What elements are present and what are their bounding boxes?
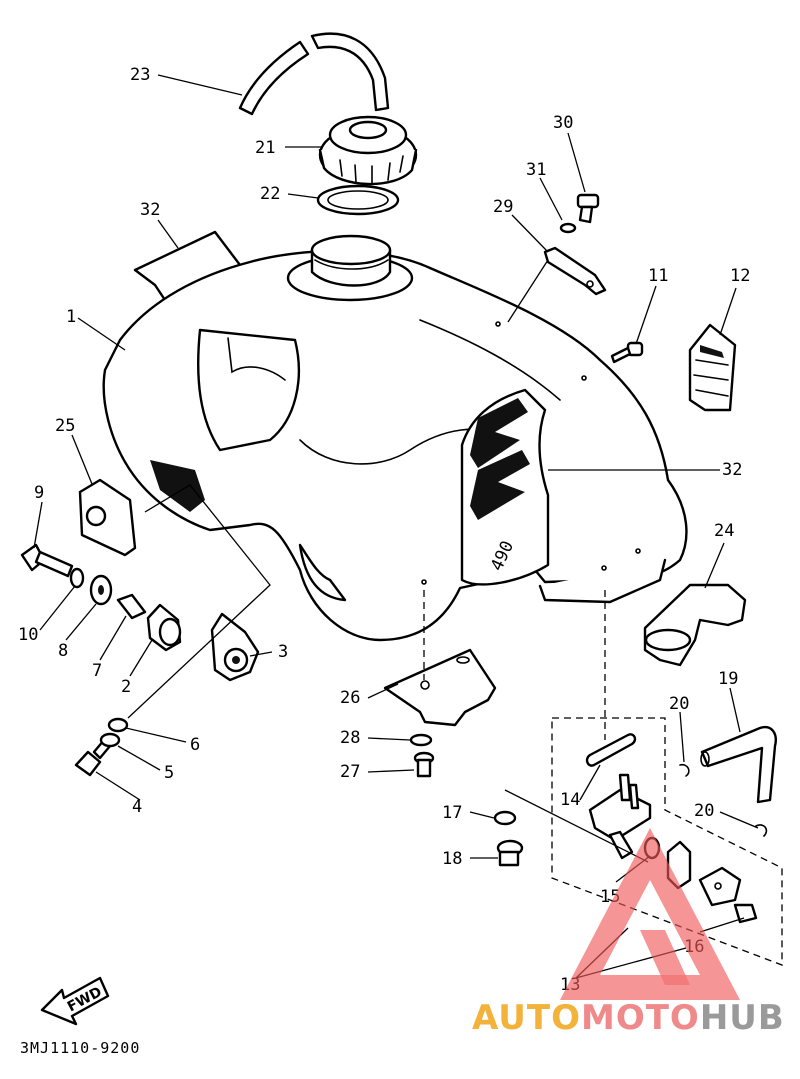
plate-16 [698, 866, 758, 924]
label-2: 2 [121, 677, 131, 697]
label-27: 27 [340, 762, 360, 782]
label-32-decal: 32 [722, 460, 742, 480]
label-21: 21 [255, 138, 275, 158]
screw-30 [576, 193, 600, 224]
bracket-29 [543, 246, 607, 296]
watermark-hub: HUB [700, 998, 785, 1038]
label-19: 19 [718, 669, 738, 689]
washer-10 [69, 567, 85, 589]
bracket-24 [643, 583, 747, 667]
bracket-26 [383, 648, 497, 727]
washer-28 [409, 733, 433, 747]
bracket-25 [78, 478, 137, 557]
label-31: 31 [526, 160, 546, 180]
breather-hose [238, 32, 390, 116]
watermark-text: AUTOMOTOHUB [472, 998, 785, 1038]
label-1: 1 [66, 307, 76, 327]
label-4: 4 [132, 797, 142, 817]
label-18: 18 [442, 849, 462, 869]
forward-arrow: FWD [40, 976, 110, 1026]
label-9: 9 [34, 483, 44, 503]
washer-31 [559, 222, 577, 234]
bracket-3 [210, 612, 260, 682]
collar-8 [89, 574, 113, 606]
clip-20-upper [679, 763, 690, 777]
fuel-cock-assembly [551, 717, 783, 966]
label-12: 12 [730, 266, 750, 286]
part-labels: 23 21 22 32 1 30 31 29 11 12 25 9 10 8 7… [18, 65, 750, 995]
damper-2 [146, 603, 182, 652]
o-ring-14 [585, 733, 637, 767]
washer-5 [99, 732, 121, 748]
drawing-code: 3MJ1110-9200 [20, 1039, 140, 1057]
washer-6 [107, 717, 129, 733]
washer-17 [493, 810, 517, 826]
screw-18 [496, 839, 524, 867]
label-14: 14 [560, 790, 580, 810]
label-25: 25 [55, 416, 75, 436]
label-23: 23 [130, 65, 150, 85]
automotohub-logo [560, 828, 740, 1000]
damper-12 [688, 323, 737, 412]
dashed-guides [423, 590, 606, 740]
screw-27 [413, 751, 435, 778]
label-10: 10 [18, 625, 38, 645]
label-24: 24 [714, 521, 734, 541]
fuel-cock-body [588, 773, 652, 860]
label-28: 28 [340, 728, 360, 748]
bolt-9 [20, 543, 74, 578]
label-8: 8 [58, 641, 68, 661]
clip-20-lower [755, 824, 768, 837]
screw-11 [610, 341, 644, 364]
label-17: 17 [442, 803, 462, 823]
watermark-moto: MOTO [581, 998, 700, 1038]
cap-gasket [316, 184, 400, 216]
sleeve-7 [116, 593, 147, 620]
fuel-cap [318, 115, 418, 186]
label-20-lower: 20 [694, 801, 714, 821]
label-30: 30 [553, 113, 573, 133]
label-5: 5 [164, 763, 174, 783]
label-6: 6 [190, 735, 200, 755]
watermark-auto: AUTO [472, 998, 581, 1038]
fuel-tank: 490 [102, 230, 688, 642]
label-26: 26 [340, 688, 360, 708]
label-3: 3 [278, 642, 288, 662]
label-22: 22 [260, 184, 280, 204]
label-32-top: 32 [140, 200, 160, 220]
label-7: 7 [92, 661, 102, 681]
label-29: 29 [493, 197, 513, 217]
fuel-hose-19 [700, 725, 777, 804]
label-11: 11 [648, 266, 668, 286]
label-20-upper: 20 [669, 694, 689, 714]
